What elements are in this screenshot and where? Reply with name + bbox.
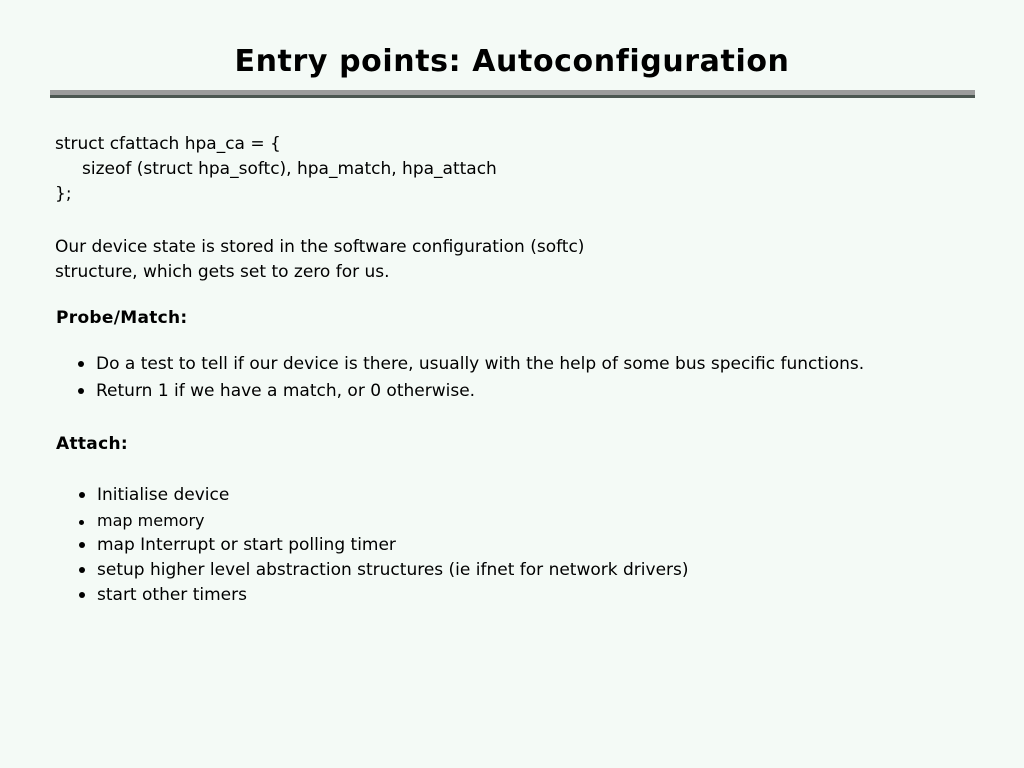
slide-body: struct cfattach hpa_ca = { sizeof (struc… (0, 132, 1024, 608)
intro-paragraph-line-1: Our device state is stored in the softwa… (55, 237, 585, 257)
list-item-label: Initialise device (97, 485, 230, 505)
list-item-label: setup higher level abstraction structure… (97, 560, 689, 580)
list-item: map Interrupt or start polling timer (79, 533, 1024, 558)
slide-title-area: Entry points: Autoconfiguration (0, 46, 1024, 78)
spacer (0, 455, 1024, 483)
list-item: Return 1 if we have a match, or 0 otherw… (78, 378, 1024, 405)
bullet-dot-icon (79, 567, 85, 573)
bullet-dot-icon (78, 388, 84, 394)
spacer (0, 285, 1024, 307)
page-title: Entry points: Autoconfiguration (234, 44, 790, 79)
list-item-label: start other timers (97, 585, 247, 605)
list-item: Initialise device (79, 483, 1024, 508)
intro-paragraph: Our device state is stored in the softwa… (55, 235, 1024, 285)
list-item-label: Do a test to tell if our device is there… (96, 354, 865, 374)
spacer (0, 405, 1024, 433)
intro-paragraph-line-2: structure, which gets set to zero for us… (55, 262, 390, 282)
list-item: start other timers (79, 583, 1024, 608)
bullet-dot-icon (79, 542, 85, 548)
attach-bullet-list: Initialise device map memory map Interru… (0, 483, 1024, 608)
title-separator-rule (50, 90, 975, 95)
list-item-label: map memory (97, 511, 205, 530)
probe-match-bullet-list: Do a test to tell if our device is there… (0, 351, 1024, 405)
list-item: map memory (79, 508, 1024, 533)
bullet-dot-icon (79, 520, 84, 525)
bullet-dot-icon (78, 361, 84, 367)
spacer (0, 329, 1024, 351)
spacer (0, 207, 1024, 235)
section-heading-probe-match: Probe/Match: (56, 308, 188, 328)
list-item-label: Return 1 if we have a match, or 0 otherw… (96, 381, 476, 401)
list-item: setup higher level abstraction structure… (79, 558, 1024, 583)
list-item-label: map Interrupt or start polling timer (97, 535, 396, 555)
title-separator-shadow (50, 95, 975, 98)
bullet-dot-icon (79, 592, 85, 598)
bullet-dot-icon (79, 492, 85, 498)
code-snippet: struct cfattach hpa_ca = { sizeof (struc… (55, 134, 497, 204)
list-item: Do a test to tell if our device is there… (78, 351, 1024, 378)
section-heading-attach: Attach: (56, 434, 128, 454)
